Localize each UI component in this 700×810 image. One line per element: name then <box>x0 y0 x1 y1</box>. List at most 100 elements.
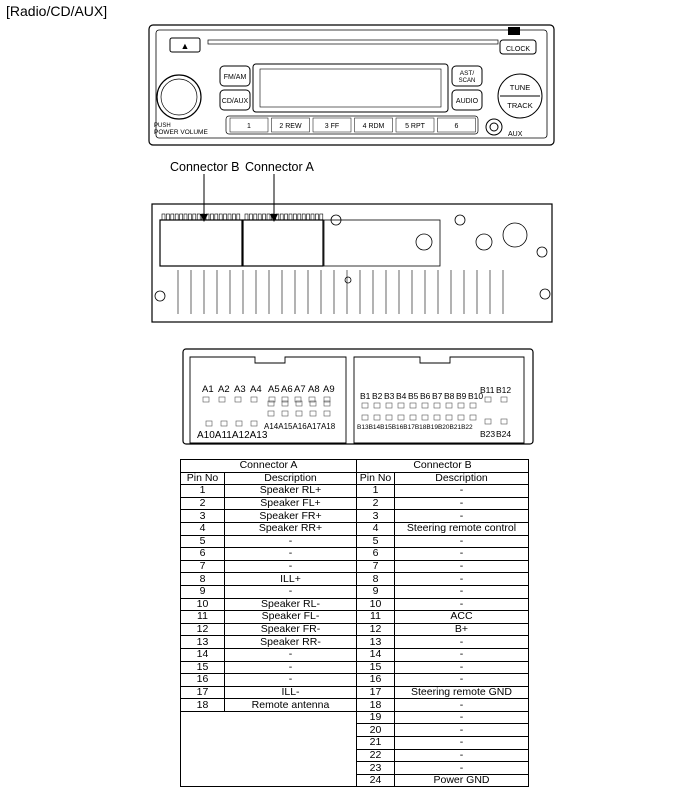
pin-no-cell: 3 <box>356 509 395 523</box>
connector-a-pin <box>275 213 280 221</box>
connector-a-pin <box>266 213 271 221</box>
pin-square <box>484 396 492 403</box>
connector-b-pin <box>205 213 210 221</box>
preset-label: 6 <box>455 123 459 130</box>
description-cell: ILL+ <box>224 572 357 586</box>
pin-square <box>268 396 276 403</box>
description-cell: - <box>394 748 529 763</box>
preset-button[interactable] <box>312 117 352 133</box>
pin-no-cell: 14 <box>180 647 225 662</box>
clock-button[interactable] <box>499 39 537 55</box>
pin-no-cell: 12 <box>356 622 395 637</box>
pin-square <box>433 414 441 421</box>
connector-a-pin <box>244 213 249 221</box>
svg-text:AUDIO: AUDIO <box>456 98 479 105</box>
pin-label: A7 <box>294 384 306 395</box>
pin-label: B7 <box>432 391 443 401</box>
pin-label: B5 <box>408 391 419 401</box>
svg-text:AUX: AUX <box>508 131 523 138</box>
cd-aux-button[interactable] <box>219 89 251 111</box>
eject-button[interactable] <box>169 37 201 53</box>
pin-no-cell: 21 <box>356 736 395 750</box>
pin-no-cell: 16 <box>180 673 225 687</box>
pin-square <box>397 402 405 409</box>
connector-b-pin <box>179 213 183 221</box>
pin-square <box>250 396 258 403</box>
connector-a-pin <box>306 213 310 221</box>
pin-no-cell: 15 <box>356 660 395 675</box>
pin-label: A3 <box>234 384 246 395</box>
description-cell: Speaker RL+ <box>224 484 357 498</box>
preset-button[interactable] <box>271 117 310 133</box>
pin-square <box>445 402 453 409</box>
connector-a-pin <box>297 213 302 221</box>
svg-text:TRACK: TRACK <box>507 101 532 110</box>
connector-b-pin <box>227 213 232 221</box>
pin-no-cell: 4 <box>356 521 395 536</box>
description-cell: Speaker FR- <box>224 622 357 637</box>
pin-no-cell: 5 <box>180 534 225 549</box>
preset-button[interactable] <box>229 117 269 133</box>
connector-b-pin <box>232 213 236 221</box>
description-cell: - <box>394 723 529 738</box>
pin-label: B12 <box>496 385 511 395</box>
connector-a-pin <box>257 213 262 221</box>
aux-jack[interactable] <box>485 118 503 136</box>
pin-no-cell: 5 <box>356 534 395 549</box>
tune-track-knob[interactable] <box>497 73 543 119</box>
pin-label: B10 <box>468 391 483 401</box>
table-row: 23- <box>180 761 529 775</box>
pin-square <box>308 396 316 403</box>
preset-button[interactable] <box>395 117 435 133</box>
preset-button[interactable] <box>354 117 393 133</box>
pin-square <box>295 400 303 407</box>
connector-a-pin <box>310 213 315 221</box>
audio-button[interactable] <box>451 89 483 111</box>
pin-square <box>385 402 393 409</box>
pin-square <box>323 400 331 407</box>
fm-am-button[interactable] <box>219 65 251 87</box>
description-cell: - <box>394 547 529 561</box>
svg-text:POWER VOLUME: POWER VOLUME <box>154 129 208 136</box>
pin-label: A10A11A12A13 <box>197 430 268 441</box>
description-cell: Speaker FR+ <box>224 509 357 523</box>
pin-square <box>373 402 381 409</box>
description-cell: Speaker RR+ <box>224 521 357 536</box>
volume-knob[interactable] <box>156 74 202 120</box>
preset-label: 2 REW <box>279 123 302 130</box>
pin-square <box>294 396 302 403</box>
pin-square <box>202 396 210 403</box>
pin-label: B11 <box>480 385 495 395</box>
pin-label: A8 <box>308 384 320 395</box>
screw-icons <box>154 214 551 302</box>
pin-label: B2 <box>372 391 383 401</box>
connector-a-pin <box>253 213 258 221</box>
description-cell: Speaker FL- <box>224 610 357 624</box>
pin-no-cell: 20 <box>356 723 395 738</box>
pin-square <box>281 396 289 403</box>
connector-a-pin <box>301 213 306 221</box>
pin-no-cell: 15 <box>180 660 225 675</box>
pin-square <box>309 410 317 417</box>
pin-square <box>469 402 477 409</box>
preset-label: 4 RDM <box>363 123 385 130</box>
description-cell: Power GND <box>394 773 529 788</box>
table-row: 19- <box>180 710 529 725</box>
pin-label: A5 <box>268 384 280 395</box>
pin-no-cell: 7 <box>356 559 395 574</box>
pin-square <box>385 414 393 421</box>
description-header: Description <box>224 471 357 486</box>
preset-button[interactable] <box>437 117 476 133</box>
pin-no-cell: 7 <box>180 559 225 574</box>
ast-scan-button[interactable] <box>451 65 483 87</box>
description-cell: - <box>224 534 357 549</box>
pin-square <box>250 420 258 427</box>
radio-front-panel: ▲ CLOCK FM/AM CD/AUX AST/ SCAN AUDIO TUN… <box>148 24 555 146</box>
page-title: [Radio/CD/AUX] <box>6 3 108 19</box>
pin-square <box>433 402 441 409</box>
description-header: Description <box>394 471 529 486</box>
